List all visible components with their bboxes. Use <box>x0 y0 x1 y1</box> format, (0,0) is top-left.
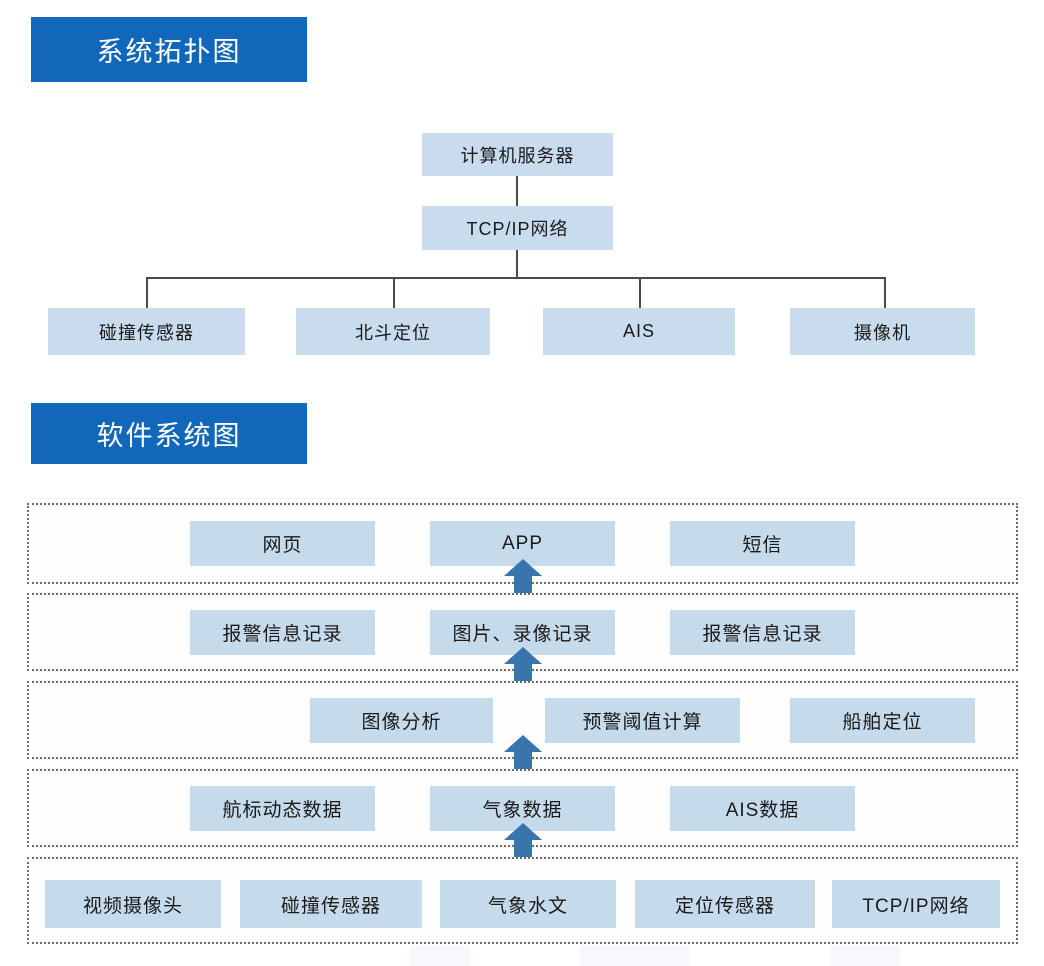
box-ship-positioning[interactable]: 船舶定位 <box>790 698 975 743</box>
connector-drop-3 <box>639 277 641 308</box>
bg-artifact-1 <box>410 946 470 966</box>
bg-artifact-3 <box>830 946 900 966</box>
arrow-up-icon-3 <box>504 735 542 771</box>
node-computer-server[interactable]: 计算机服务器 <box>422 133 613 176</box>
box-warning-threshold-calculation[interactable]: 预警阈值计算 <box>545 698 740 743</box>
connector-network-to-bus <box>516 250 518 277</box>
box-webpage[interactable]: 网页 <box>190 521 375 566</box>
box-image-video-record[interactable]: 图片、录像记录 <box>430 610 615 655</box>
box-alarm-record-right[interactable]: 报警信息记录 <box>670 610 855 655</box>
section-banner-topology: 系统拓扑图 <box>31 17 307 82</box>
node-collision-sensor[interactable]: 碰撞传感器 <box>48 308 245 355</box>
box-positioning-sensor[interactable]: 定位传感器 <box>635 880 815 928</box>
connector-server-to-network <box>516 176 518 206</box>
box-app[interactable]: APP <box>430 521 615 566</box>
node-beidou-positioning[interactable]: 北斗定位 <box>296 308 490 355</box>
connector-bus-horizontal <box>146 277 886 279</box>
box-tcpip-network-device[interactable]: TCP/IP网络 <box>832 880 1000 928</box>
connector-drop-4 <box>884 277 886 308</box>
connector-drop-1 <box>146 277 148 308</box>
box-collision-sensor[interactable]: 碰撞传感器 <box>240 880 422 928</box>
arrow-up-icon-2 <box>504 647 542 683</box>
bg-artifact-2 <box>580 946 690 966</box>
box-meteorological-hydrology[interactable]: 气象水文 <box>440 880 616 928</box>
section-banner-software: 软件系统图 <box>31 403 307 464</box>
box-image-analysis[interactable]: 图像分析 <box>310 698 493 743</box>
box-ais-data[interactable]: AIS数据 <box>670 786 855 831</box>
connector-drop-2 <box>393 277 395 308</box>
node-ais[interactable]: AIS <box>543 308 735 355</box>
box-alarm-record-left[interactable]: 报警信息记录 <box>190 610 375 655</box>
node-camera[interactable]: 摄像机 <box>790 308 975 355</box>
box-sms[interactable]: 短信 <box>670 521 855 566</box>
arrow-up-icon-4 <box>504 823 542 859</box>
box-video-camera[interactable]: 视频摄像头 <box>45 880 221 928</box>
box-navigation-mark-dynamic-data[interactable]: 航标动态数据 <box>190 786 375 831</box>
node-tcpip-network[interactable]: TCP/IP网络 <box>422 206 613 250</box>
arrow-up-icon-1 <box>504 559 542 595</box>
